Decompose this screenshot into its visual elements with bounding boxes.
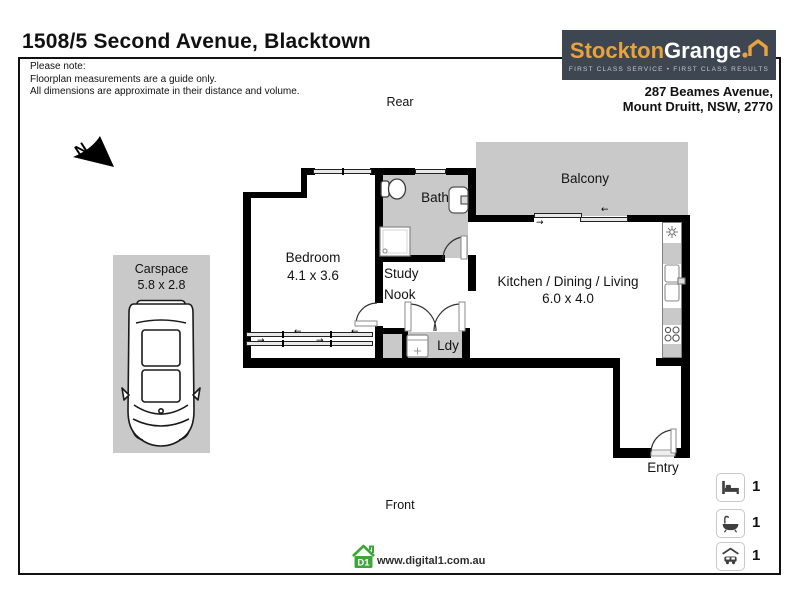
agency-address-line-1: 287 Beames Avenue, [644,84,773,99]
bedrooms-count: 1 [752,478,761,495]
wall-segment [243,192,251,368]
bathrooms-feature-box [716,509,745,538]
car-top-view [121,299,201,447]
bedroom-sliding-window-panel [246,341,373,346]
roof-house-icon [742,38,768,58]
digital1-badge: D1 [357,558,370,569]
brand-primary: Stockton [569,37,665,63]
balcony-sliding-door-panel [580,217,628,222]
kitchen-counter [662,222,682,358]
carspace-label: Carspace [134,262,189,276]
disclaimer-line-1: Please note: [30,61,86,72]
bed-icon [722,480,739,495]
wall-segment [375,255,445,262]
brand-secondary: Grange [664,37,742,63]
carspaces-count: 1 [752,547,761,564]
wall-segment [446,168,476,175]
disclaimer-note: Please note: Floorplan measurements are … [30,61,300,99]
bedroom-dimensions: 4.1 x 3.6 [287,268,339,283]
living-label: Kitchen / Dining / Living [497,274,639,289]
window-tick [282,331,284,338]
bedroom-sliding-window-panel [246,332,373,337]
living-dimensions: 6.0 x 4.0 [542,291,594,306]
counter-section [663,243,681,264]
slide-arrow-right: → [536,218,544,228]
wall-segment [375,328,408,334]
entry-label: Entry [647,460,679,475]
disclaimer-line-2: Floorplan measurements are a guide only. [30,73,217,85]
wall-segment [681,215,690,458]
wall-segment [613,448,651,458]
balcony-label: Balcony [560,171,610,186]
counter-section [663,308,681,325]
page-title: 1508/5 Second Avenue, Blacktown [22,30,371,53]
window-tick [330,331,332,338]
service-shaft [383,334,402,359]
study-nook-label-line2: Nook [384,287,416,302]
window-tick [342,168,344,175]
balcony-floor [476,142,688,216]
bath-icon [722,515,739,533]
wall-segment [656,358,681,366]
window-tick [282,340,284,347]
wall-segment [462,328,470,360]
slide-arrow-left: ← [294,327,302,337]
car-garage-icon [722,547,739,565]
bath-floor [383,174,468,258]
wall-segment [375,168,383,303]
disclaimer-line-3: All dimensions are approximate in their … [30,86,300,97]
agency-address-line-2: Mount Druitt, NSW, 2770 [622,99,773,114]
laundry-label: Ldy [437,338,459,353]
wall-segment [627,215,688,222]
wall-segment [243,358,620,368]
slide-arrow-left: ← [351,327,359,337]
content-frame-border [18,57,781,575]
wall-segment [375,326,383,368]
agency-address: 287 Beames Avenue, Mount Druitt, NSW, 27… [623,84,773,114]
digital1-house-icon: D1 [352,544,375,569]
study-nook-label-line1: Study [384,266,419,281]
bedrooms-feature-box [716,473,745,502]
slide-arrow-right: → [257,336,265,346]
wall-segment [301,168,315,175]
bath-window [415,169,446,174]
carspace-area: Carspace 5.8 x 2.8 [113,255,210,453]
wall-segment [383,168,415,175]
rear-label: Rear [386,95,414,109]
counter-section [663,344,681,357]
slide-arrow-right: → [316,336,324,346]
wall-segment [243,192,307,198]
window-tick [330,340,332,347]
wall-segment [301,168,307,198]
wall-segment [674,448,690,458]
agency-tagline: FIRST CLASS SERVICE • FIRST CLASS RESULT… [568,65,770,73]
bathrooms-count: 1 [752,514,761,531]
carspaces-feature-box [716,542,745,571]
bath-label: Bath [421,190,449,205]
balcony-sliding-door-panel [534,213,582,218]
digital1-url: www.digital1.com.au [377,555,486,567]
wall-segment [613,358,620,458]
wall-segment [402,328,408,358]
wall-segment [476,215,534,222]
carspace-dimensions: 5.8 x 2.8 [137,278,186,292]
bedroom-label: Bedroom [285,250,341,265]
wall-segment [468,255,476,291]
wall-segment [468,168,476,222]
front-label: Front [385,498,415,512]
slide-arrow-left: ← [601,205,609,215]
